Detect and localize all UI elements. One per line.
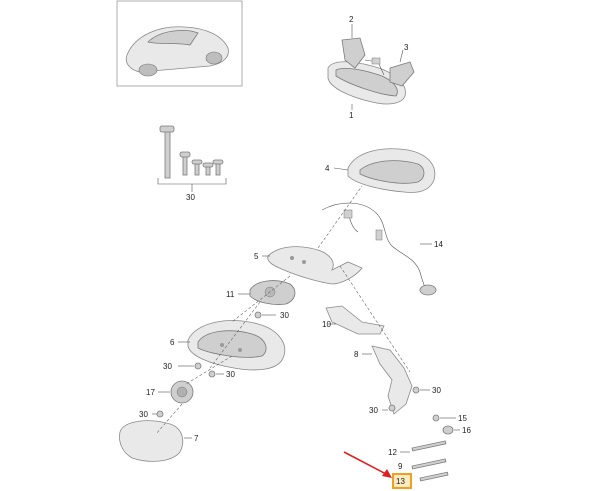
callout-12: 12 bbox=[388, 448, 397, 457]
callout-17: 17 bbox=[146, 388, 155, 397]
part-16-grommet bbox=[442, 425, 454, 435]
callout-30-e: 30 bbox=[369, 406, 378, 415]
screws-group bbox=[157, 125, 227, 192]
callout-30-c: 30 bbox=[226, 370, 235, 379]
callout-15: 15 bbox=[458, 414, 467, 423]
callout-13: 13 bbox=[396, 477, 405, 486]
part-13-screw bbox=[419, 471, 449, 482]
part-6-housing bbox=[187, 320, 286, 371]
part-15-pin bbox=[432, 414, 440, 422]
screw-30-a bbox=[254, 311, 276, 319]
callout-8: 8 bbox=[354, 350, 359, 359]
screw-30-c bbox=[208, 370, 216, 378]
part-17-actuator bbox=[170, 380, 194, 404]
callout-10: 10 bbox=[322, 320, 331, 329]
callout-30-d: 30 bbox=[432, 386, 441, 395]
callout-7: 7 bbox=[194, 434, 199, 443]
part-4-mirror-cap bbox=[347, 148, 436, 193]
part-14-wiring-harness bbox=[321, 202, 437, 296]
callout-6: 6 bbox=[170, 338, 175, 347]
callout-30-a: 30 bbox=[280, 311, 289, 320]
part-2-bracket bbox=[341, 37, 366, 69]
part-3-cover bbox=[389, 61, 415, 87]
part-7-mirror-glass bbox=[119, 420, 184, 462]
callout-30-top: 30 bbox=[186, 193, 195, 202]
callout-30-f: 30 bbox=[139, 410, 148, 419]
assembly-guide-lines bbox=[155, 185, 411, 435]
screw-30-b bbox=[194, 362, 202, 370]
part-12-screw bbox=[411, 440, 447, 452]
screw-30-e bbox=[388, 404, 396, 412]
callout-30-b: 30 bbox=[163, 362, 172, 371]
callout-16: 16 bbox=[462, 426, 471, 435]
part-8-bracket bbox=[371, 345, 413, 415]
part-9-screw bbox=[411, 458, 447, 470]
screw-30-f bbox=[156, 410, 164, 418]
callout-14: 14 bbox=[434, 240, 443, 249]
car-thumbnail bbox=[116, 0, 243, 87]
callout-4: 4 bbox=[325, 164, 330, 173]
callout-labels: 2 3 1 30 4 14 5 11 30 10 6 8 30 30 17 30… bbox=[139, 15, 471, 486]
callout-3: 3 bbox=[404, 43, 409, 52]
callout-2: 2 bbox=[349, 15, 354, 24]
part-10-arm bbox=[325, 305, 385, 335]
callout-11: 11 bbox=[226, 290, 235, 299]
screw-30-d bbox=[412, 386, 420, 394]
highlight-box bbox=[392, 473, 412, 489]
part-5-frame bbox=[267, 246, 363, 285]
part-11-motor bbox=[249, 280, 296, 305]
callout-5: 5 bbox=[254, 252, 259, 261]
red-arrow-icon bbox=[343, 451, 392, 478]
part-1-wiring bbox=[364, 57, 385, 76]
callout-9: 9 bbox=[398, 462, 403, 471]
callout-1: 1 bbox=[349, 111, 354, 120]
